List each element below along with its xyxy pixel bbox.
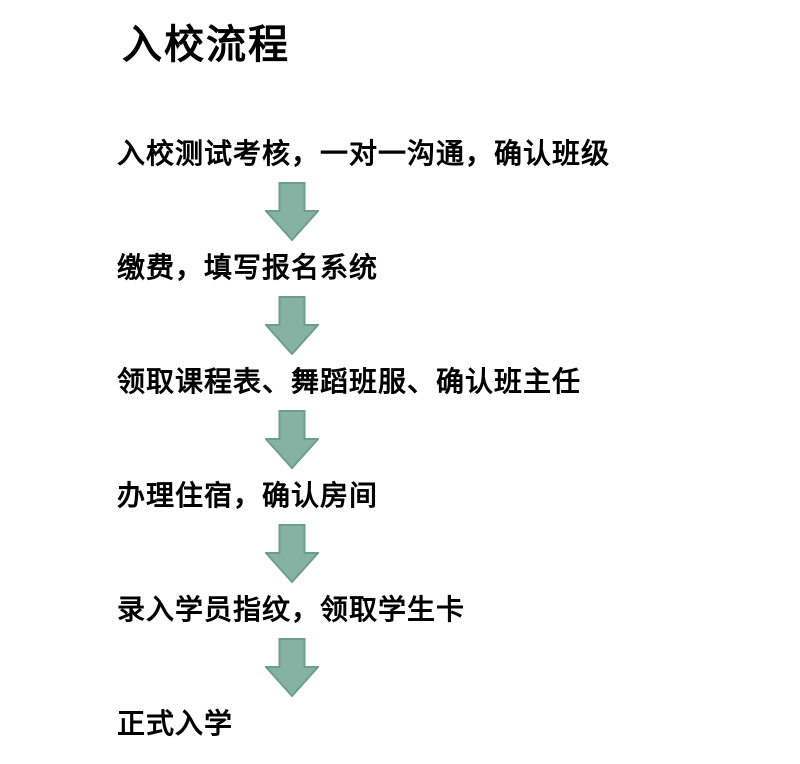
down-arrow-icon	[263, 182, 321, 242]
flow-step: 正式入学	[117, 708, 234, 739]
flow-step: 领取课程表、舞蹈班服、确认班主任	[117, 366, 582, 397]
flow-step: 入校测试考核，一对一沟通，确认班级	[117, 138, 611, 169]
flow-step: 办理住宿，确认房间	[117, 480, 379, 511]
page-title: 入校流程	[122, 23, 290, 67]
down-arrow-icon	[263, 524, 321, 584]
flow-step: 缴费，填写报名系统	[117, 252, 379, 283]
flow-step: 录入学员指纹，领取学生卡	[117, 594, 466, 625]
flow-diagram: 入校测试考核，一对一沟通，确认班级缴费，填写报名系统领取课程表、舞蹈班服、确认班…	[0, 137, 800, 740]
down-arrow-icon	[263, 638, 321, 698]
down-arrow-icon	[263, 410, 321, 470]
down-arrow-icon	[263, 296, 321, 356]
